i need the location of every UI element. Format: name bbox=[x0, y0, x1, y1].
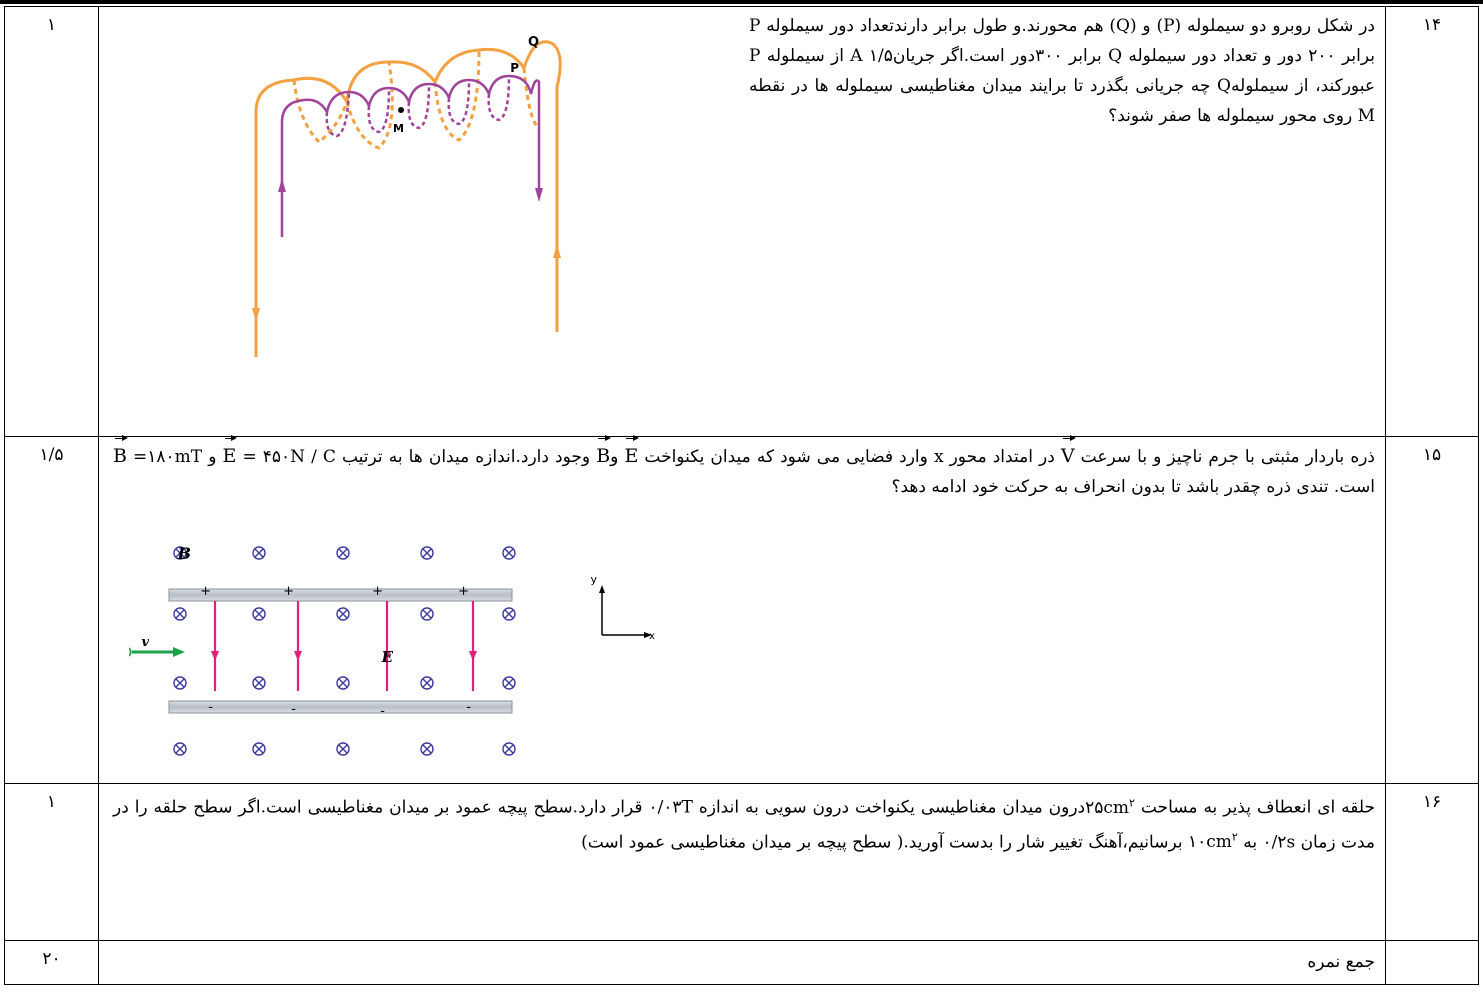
solenoid-q-arrows bbox=[252, 244, 561, 322]
svg-text:+: + bbox=[458, 584, 469, 599]
label-m: M bbox=[393, 122, 404, 135]
total-label-cell: جمع نمره bbox=[98, 940, 1386, 985]
svg-text:-: - bbox=[291, 702, 296, 717]
total-row: ۲۰ جمع نمره bbox=[4, 940, 1479, 985]
empty-cell bbox=[1385, 940, 1479, 985]
point-m-dot bbox=[398, 107, 404, 113]
label-q: Q bbox=[528, 35, 539, 50]
score-cell: ۱ bbox=[4, 6, 99, 437]
question-row-15: ۱/۵ ذره باردار مثبتی با جرم ناچیز و با س… bbox=[4, 435, 1479, 784]
label-b: B bbox=[176, 544, 191, 563]
question-row-16: ۱ حلقه ای انعطاف پذیر به مساحت ۲۵cm۲درون… bbox=[4, 783, 1479, 941]
question-cell: حلقه ای انعطاف پذیر به مساحت ۲۵cm۲درون م… bbox=[98, 783, 1386, 941]
label-e: E bbox=[381, 648, 394, 666]
x-axis-label: x bbox=[649, 631, 655, 642]
label-v: v bbox=[141, 635, 149, 650]
charge-particle bbox=[129, 647, 132, 657]
svg-text:-: - bbox=[208, 700, 213, 715]
axes-figure: y x bbox=[590, 577, 655, 642]
score-cell: ۱/۵ bbox=[4, 436, 99, 784]
label-p: P bbox=[510, 61, 519, 75]
field-row-top bbox=[173, 546, 516, 560]
field-row-inner-top bbox=[173, 607, 516, 621]
top-rule bbox=[0, 0, 1483, 4]
solenoid-p-coil bbox=[280, 74, 541, 237]
question-cell: در شکل روبرو دو سیملوله (P) و (Q) هم محو… bbox=[98, 6, 1386, 437]
solenoid-p-arrows bbox=[278, 178, 543, 202]
question-row-14: ۱ در شکل روبرو دو سیملوله (P) و (Q) هم م… bbox=[4, 6, 1479, 437]
plate-charges: + + + + - - - - bbox=[200, 584, 471, 719]
question-text: ذره باردار مثبتی با جرم ناچیز و با سرعت … bbox=[99, 435, 1385, 502]
question-cell: ذره باردار مثبتی با جرم ناچیز و با سرعت … bbox=[98, 435, 1386, 784]
score-cell: ۱ bbox=[4, 783, 99, 941]
field-row-bottom bbox=[173, 742, 516, 756]
question-number-cell: ۱۴ bbox=[1385, 6, 1479, 437]
velocity-arrow bbox=[132, 647, 185, 657]
bottom-plate bbox=[168, 700, 513, 714]
svg-text:+: + bbox=[372, 584, 383, 599]
question-number-cell: ۱۵ bbox=[1385, 436, 1479, 784]
exam-table: ۱ در شکل روبرو دو سیملوله (P) و (Q) هم م… bbox=[4, 6, 1479, 985]
y-axis-label: y bbox=[590, 577, 597, 586]
field-row-inner-bottom bbox=[173, 676, 516, 690]
svg-text:-: - bbox=[380, 704, 385, 719]
svg-text:-: - bbox=[466, 700, 471, 715]
crossed-fields-figure: B + + + + - - - - bbox=[129, 544, 516, 756]
top-plate bbox=[168, 588, 513, 602]
question-number-cell: ۱۶ bbox=[1385, 783, 1479, 941]
total-score-cell: ۲۰ bbox=[4, 940, 99, 985]
svg-text:+: + bbox=[283, 584, 294, 599]
question-text: در شکل روبرو دو سیملوله (P) و (Q) هم محو… bbox=[749, 16, 1375, 126]
svg-text:+: + bbox=[200, 584, 211, 599]
solenoid-q-coil bbox=[254, 40, 562, 357]
electric-field-arrows bbox=[211, 601, 477, 691]
question-text: حلقه ای انعطاف پذیر به مساحت ۲۵cm۲درون م… bbox=[113, 796, 1375, 853]
solenoid-figure: Q P M bbox=[252, 35, 562, 357]
